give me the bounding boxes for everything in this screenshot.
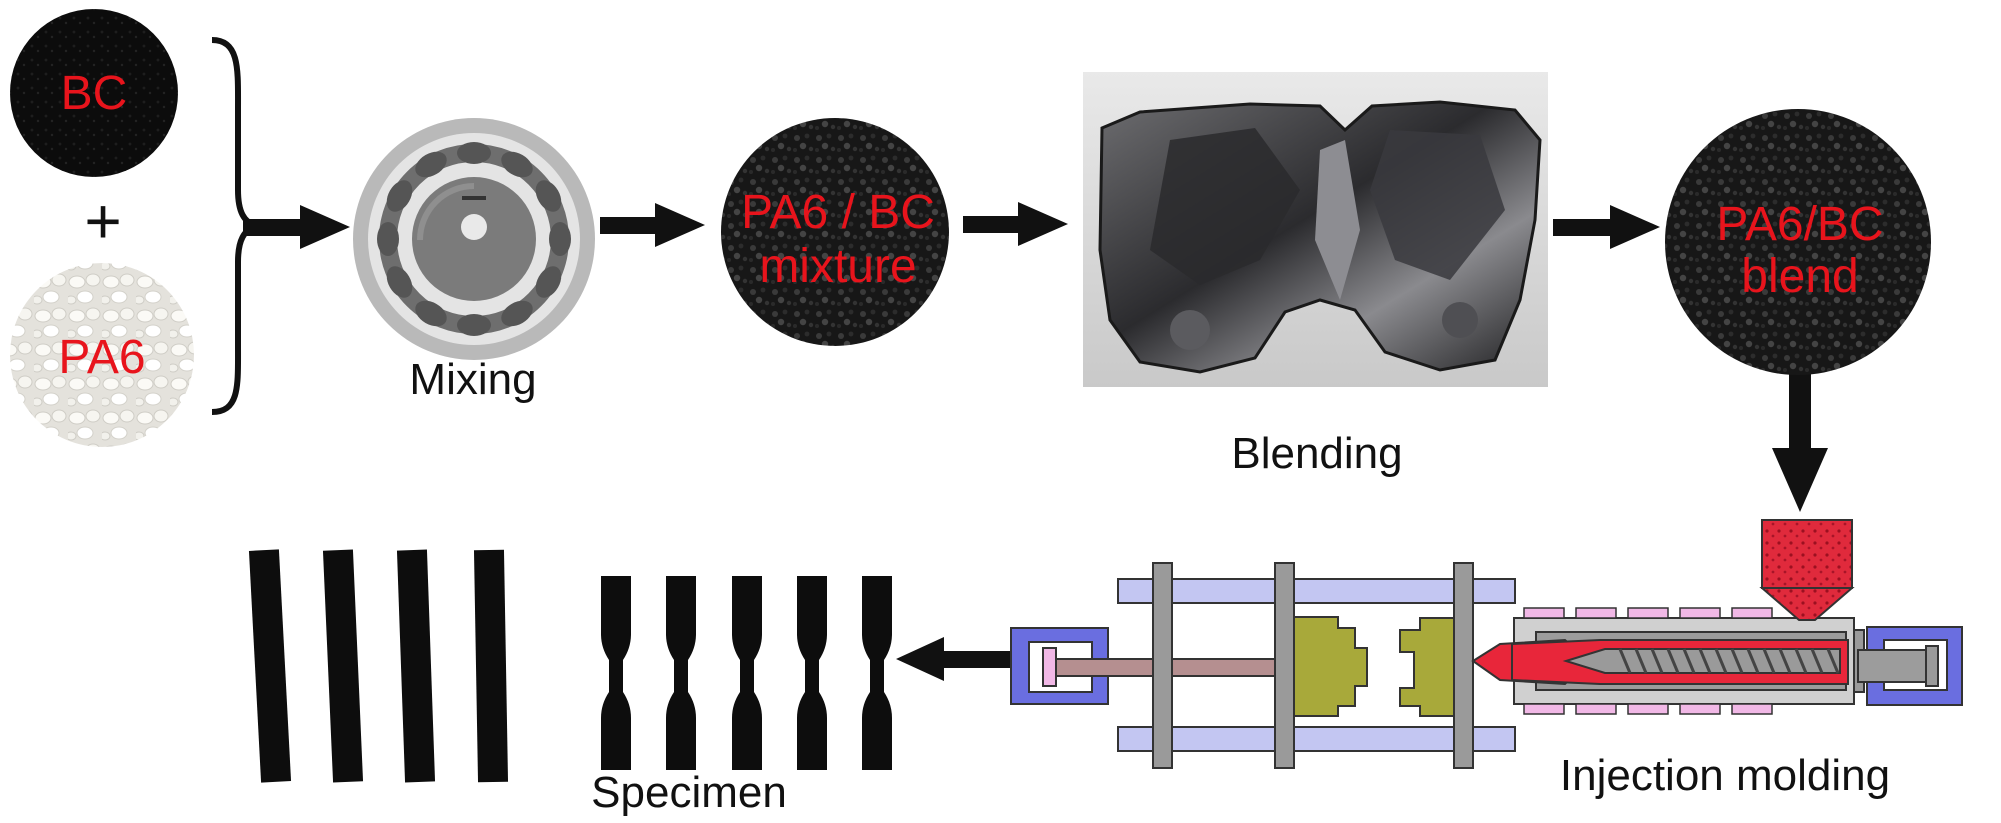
blending-label: Blending	[1231, 429, 1402, 478]
bar-specimen	[396, 549, 436, 783]
screw-flight	[1746, 648, 1760, 674]
screw-flight	[1714, 648, 1728, 674]
bar-specimen	[322, 549, 364, 783]
mixer-blade	[535, 266, 562, 298]
bc-input: BC	[10, 9, 178, 177]
specimen-label: Specimen	[591, 768, 787, 817]
dogbone-specimen	[601, 576, 631, 770]
bar-specimen	[473, 549, 509, 783]
arrow-to-blend	[1553, 205, 1660, 249]
mixture-label-line1: PA6 / BC	[741, 186, 935, 239]
heater-band	[1575, 607, 1617, 619]
blend-circle: PA6/BC blend	[1665, 109, 1931, 375]
injection-molding-machine	[1010, 519, 1963, 769]
mixer-blade	[377, 222, 399, 256]
pa6-pellets-circle	[10, 263, 194, 447]
pa6-input: PA6	[10, 263, 194, 447]
mixer-blade	[415, 300, 447, 327]
mixer-blade	[386, 266, 413, 298]
heater-band	[1523, 607, 1565, 619]
dogbone-specimen	[732, 576, 762, 770]
heater-band	[1627, 703, 1669, 715]
screw-flight	[1650, 648, 1664, 674]
dogbone-specimen	[666, 576, 696, 770]
mixer-blade	[386, 180, 413, 212]
screw-flight	[1762, 648, 1776, 674]
screw-flight	[1634, 648, 1648, 674]
mixer-blade	[457, 142, 491, 164]
screw-flight	[1794, 648, 1808, 674]
injection-molding-label: Injection molding	[1560, 751, 1890, 800]
pa6-label: PA6	[58, 331, 145, 384]
mixing-label: Mixing	[409, 355, 536, 404]
bar-specimen	[248, 549, 292, 783]
arrow-to-mixture	[600, 203, 705, 247]
mixer-icon	[353, 118, 595, 360]
mixer-blade	[549, 222, 571, 256]
mixer-blade	[415, 151, 447, 178]
arrow-down-to-hopper	[1772, 374, 1828, 512]
heater-band	[1679, 607, 1721, 619]
screw-flight	[1682, 648, 1696, 674]
mixture-label-line2: mixture	[759, 240, 916, 293]
screw-flight	[1698, 648, 1712, 674]
blend-label-line2: blend	[1741, 250, 1858, 303]
mixture-circle: PA6 / BC mixture	[721, 118, 949, 346]
arrow-to-specimen	[896, 637, 1010, 681]
mixer-blade	[501, 300, 533, 327]
blend-label-line1: PA6/BC	[1716, 198, 1883, 251]
bc-powder-circle	[10, 9, 178, 177]
screw-flight	[1778, 648, 1792, 674]
screw-flight	[1618, 648, 1632, 674]
arrow-to-blending	[963, 202, 1068, 246]
plus-sign: +	[84, 185, 121, 257]
heater-band	[1575, 703, 1617, 715]
dogbone-specimen	[862, 576, 892, 770]
screw-flight	[1730, 648, 1744, 674]
heater-band	[1627, 607, 1669, 619]
heater-band	[1731, 607, 1773, 619]
screw-flight	[1666, 648, 1680, 674]
dogbone-specimens	[601, 576, 892, 770]
mixer-blade	[535, 180, 562, 212]
heater-band	[1523, 703, 1565, 715]
bar-specimens	[248, 549, 509, 783]
mixer-blade	[501, 151, 533, 178]
arrow-to-mixer	[243, 205, 350, 249]
mixer-blade	[457, 314, 491, 336]
heater-band	[1731, 703, 1773, 715]
blending-photo	[1083, 72, 1548, 387]
bc-label: BC	[61, 67, 128, 120]
screw-flight	[1810, 648, 1824, 674]
heater-band	[1679, 703, 1721, 715]
screw-flight	[1826, 648, 1840, 674]
dogbone-specimen	[797, 576, 827, 770]
